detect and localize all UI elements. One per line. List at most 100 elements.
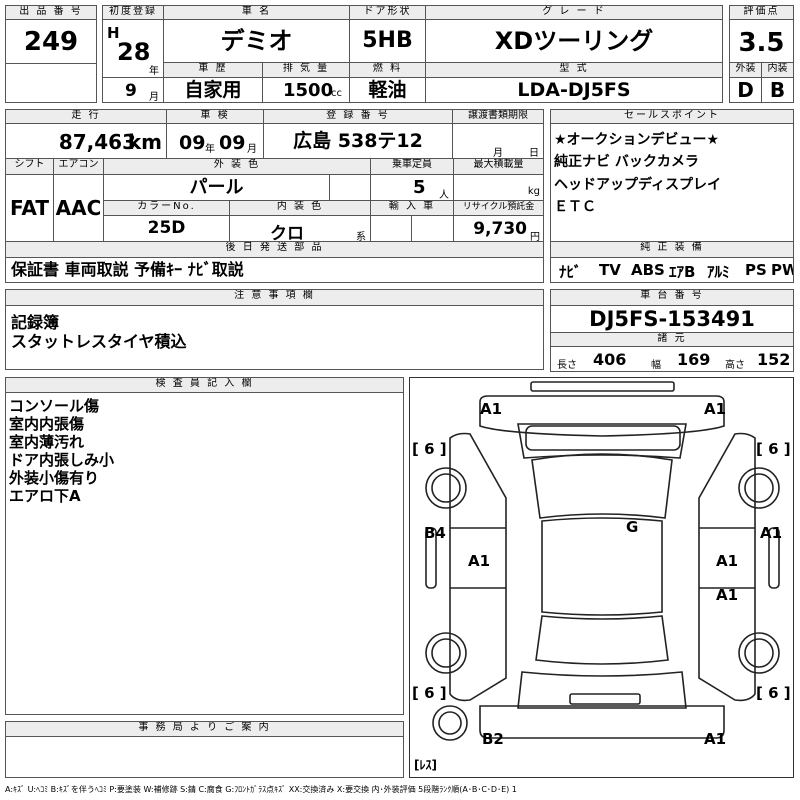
door-type: 5HB: [349, 19, 426, 63]
inspector-line: 外装小傷有り: [9, 469, 100, 487]
label-rear-right: A1: [704, 730, 727, 748]
sales-line: 純正ナビ バックカメラ: [554, 154, 699, 170]
label-right-fender: A1: [760, 524, 783, 542]
label-windshield: G: [626, 518, 639, 536]
label-left-front-door: A1: [468, 552, 491, 570]
interior-grade-header: 内装: [761, 62, 794, 78]
equipment-item: TV: [599, 261, 621, 279]
interior-color-header: 内 装 色: [229, 200, 371, 216]
inspection-header: 車 検: [166, 109, 264, 124]
aircon-header: エアコン: [53, 158, 104, 175]
era: H: [107, 24, 120, 42]
interior-color-cell: クロ 系: [229, 215, 371, 242]
inspection-year: 09: [179, 132, 206, 154]
equipment-item: PW: [771, 261, 793, 279]
capacity: 5: [413, 177, 426, 198]
car-name: デミオ: [163, 19, 350, 63]
reg-year: 28: [117, 38, 151, 66]
plate-number: 広島 538テ12: [263, 123, 453, 159]
equipment-item: ﾅﾋﾞ: [559, 263, 582, 281]
office-box: [5, 736, 404, 778]
sales-line: ＥＴＣ: [554, 199, 596, 215]
displacement-cell: 1500 cc: [262, 77, 350, 103]
history-header: 車 歴: [163, 62, 263, 78]
notes-box: 記録簿 スタットレスタイヤ積込: [5, 305, 544, 370]
width-label: 幅: [651, 360, 661, 371]
score-header: 評価点: [729, 5, 794, 20]
max-load-header: 最大積載量: [453, 158, 544, 175]
equipment-item: ｱﾙﾐ: [707, 263, 730, 281]
transfer-day-unit: 日: [529, 148, 539, 159]
shift-header: シフト: [5, 158, 54, 175]
height-label: 高さ: [725, 360, 745, 371]
inspector-line: 室内内張傷: [9, 415, 85, 433]
displacement-unit: cc: [331, 88, 342, 99]
shift: FAT: [5, 174, 54, 242]
label-tire-fr: [ 6 ]: [756, 440, 791, 458]
inspector-line: エアロ下A: [9, 487, 81, 505]
damage-diagram: A1 A1 [ 6 ] [ 6 ] G B4 A1 A1 A1 A1 [ 6 ]…: [409, 377, 794, 778]
notes-line: 記録簿: [11, 313, 60, 332]
width-value: 169: [677, 350, 711, 369]
equipment-item: ｴｱB: [669, 263, 696, 281]
exterior-color-header: 外 装 色: [103, 158, 371, 175]
inspection-month-unit: 月: [247, 144, 257, 155]
notes-line: スタットレスタイヤ積込: [11, 332, 187, 351]
exterior-grade-header: 外装: [729, 62, 762, 78]
displacement-header: 排 気 量: [262, 62, 350, 78]
fuel-header: 燃 料: [349, 62, 426, 78]
recycle-cell: 9,730 円: [453, 215, 544, 242]
sales-line: ★オークションデビュー★: [554, 132, 720, 148]
label-tire-fl: [ 6 ]: [412, 440, 447, 458]
plate-header: 登 録 番 号: [263, 109, 453, 124]
max-load-cell: kg: [453, 174, 544, 201]
inspector-line: 室内薄汚れ: [9, 433, 85, 451]
grade-header: グ レ ー ド: [425, 5, 723, 20]
car-name-header: 車 名: [163, 5, 350, 20]
label-front-left: A1: [480, 400, 503, 418]
mileage: 87,463: [58, 130, 136, 154]
import-header: 輸 入 車: [370, 200, 454, 216]
recycle-header: リサイクル預託金: [453, 200, 544, 216]
exterior-color-blank: [329, 174, 371, 201]
inspection-year-unit: 年: [205, 144, 215, 155]
door-header: ドア形状: [349, 5, 426, 20]
label-front-right: A1: [704, 400, 727, 418]
import-cell-1: [370, 215, 412, 242]
history: 自家用: [163, 77, 263, 103]
first-reg-year-cell: H 28 年: [102, 19, 164, 78]
equipment-box: ﾅﾋﾞ TV ABS ｴｱB ｱﾙﾐ PS PW: [550, 257, 794, 283]
interior-grade: B: [761, 77, 794, 103]
interior-color-unit: 系: [356, 232, 366, 242]
exterior-color: パール: [103, 174, 330, 201]
lot-number-header: 出 品 番 号: [5, 5, 97, 20]
grade: XDツーリング: [425, 19, 723, 63]
later-parts-header: 後 日 発 送 部 品: [5, 241, 544, 258]
aircon: AAC: [53, 174, 104, 242]
first-reg-header: 初度登録: [102, 5, 164, 20]
color-no: 25D: [103, 215, 230, 242]
inspector-box: コンソール傷 室内内張傷 室内薄汚れ ドア内張しみ小 外装小傷有り エアロ下A: [5, 392, 404, 715]
inspector-line: コンソール傷: [9, 397, 100, 415]
chassis-number: DJ5FS-153491: [550, 305, 794, 333]
capacity-header: 乗車定員: [370, 158, 454, 175]
spec-header: 諸 元: [550, 332, 794, 347]
score: 3.5: [729, 19, 794, 63]
reg-year-unit: 年: [149, 66, 159, 77]
inspector-header: 検 査 員 記 入 欄: [5, 377, 404, 393]
sales-line: ヘッドアップディスプレイ: [554, 177, 722, 193]
inspector-line: ドア内張しみ小: [9, 451, 115, 469]
later-parts: 保証書 車両取説 予備ｷｰ ﾅﾋﾞ取説: [5, 257, 544, 283]
mileage-unit: km: [127, 130, 162, 154]
reg-month-unit: 月: [149, 92, 159, 103]
label-right-front-door: A1: [716, 552, 739, 570]
equipment-header: 純 正 装 備: [550, 241, 794, 258]
car-outline: [425, 381, 780, 741]
transfer-month-unit: 月: [493, 148, 503, 159]
equipment-item: ABS: [631, 261, 665, 279]
label-left-fender: B4: [424, 524, 446, 542]
transfer-deadline-cell: 月 日: [452, 123, 544, 159]
sales-point-box: ★オークションデビュー★ 純正ナビ バックカメラ ヘッドアップディスプレイ ＥＴ…: [550, 123, 794, 242]
label-spare: [ﾚｽ]: [414, 758, 437, 772]
recycle-unit: 円: [530, 232, 540, 242]
